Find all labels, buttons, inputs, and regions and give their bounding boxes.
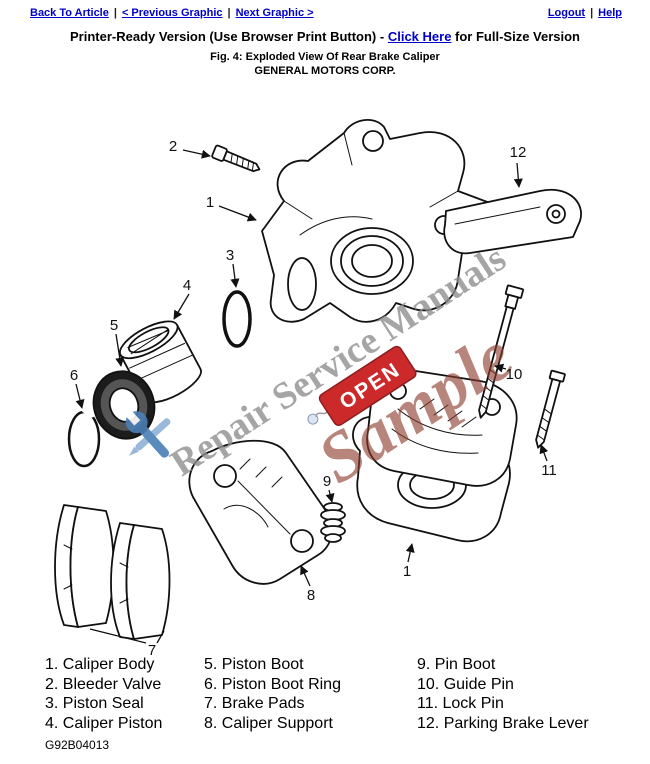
next-graphic-link[interactable]: Next Graphic > — [235, 7, 314, 19]
part-piston-seal — [222, 290, 252, 348]
part-brake-pads — [54, 504, 171, 640]
nav-separator: | — [590, 7, 594, 19]
part-bleeder-valve — [211, 144, 261, 173]
legend-item-pin-boot: 9. Pin Boot — [417, 656, 496, 673]
part-caliper-support — [188, 439, 333, 585]
help-link[interactable]: Help — [598, 7, 622, 19]
callout-1-top: 1 — [206, 194, 214, 211]
top-navigation: Back To Article | < Previous Graphic | N… — [0, 0, 650, 19]
legend-item-caliper-body: 1. Caliper Body — [45, 656, 155, 673]
legend-item-caliper-support: 8. Caliper Support — [204, 714, 333, 732]
part-pin-boot — [320, 502, 346, 543]
callout-1-bottom: 1 — [403, 563, 411, 580]
exploded-diagram: Repair Service Manuals OPEN Sample — [54, 119, 582, 659]
legend-item-guide-pin: 10. Guide Pin — [417, 675, 514, 693]
callout-10: 10 — [506, 366, 523, 383]
part-lock-pin — [535, 369, 566, 449]
callout-3: 3 — [226, 247, 234, 264]
legend-item-piston-boot: 5. Piston Boot — [204, 656, 304, 673]
callout-2: 2 — [169, 138, 177, 155]
callout-7: 7 — [148, 642, 156, 659]
callout-9: 9 — [323, 473, 331, 490]
callout-numbers: 2 1 12 3 4 5 6 10 11 9 8 7 1 — [70, 138, 557, 659]
part-piston-boot-ring — [67, 407, 101, 468]
part-guide-pin — [478, 284, 524, 419]
legend-item-piston-boot-ring: 6. Piston Boot Ring — [204, 675, 341, 693]
wrench-icon — [122, 407, 171, 458]
callout-5: 5 — [110, 317, 118, 334]
nav-left: Back To Article | < Previous Graphic | N… — [30, 7, 314, 19]
legend-item-lock-pin: 11. Lock Pin — [417, 695, 504, 712]
leader-lines — [75, 149, 549, 644]
brake-pads-bracket — [89, 628, 165, 644]
printer-version-line: Printer-Ready Version (Use Browser Print… — [0, 29, 650, 44]
callout-11: 11 — [541, 462, 557, 479]
part-parking-brake-lever — [443, 188, 582, 255]
printer-version-suffix: for Full-Size Version — [451, 29, 580, 44]
previous-graphic-link[interactable]: < Previous Graphic — [121, 7, 223, 19]
nav-right: Logout | Help — [548, 7, 622, 19]
manufacturer-name: GENERAL MOTORS CORP. — [254, 65, 396, 77]
legend-column-3: 9. Pin Boot 10. Guide Pin 11. Lock Pin 1… — [417, 655, 589, 733]
legend-item-piston-seal: 3. Piston Seal — [45, 695, 144, 712]
legend-item-parking-brake-lever: 12. Parking Brake Lever — [417, 714, 589, 732]
callout-8: 8 — [307, 587, 315, 604]
printer-version-text: Printer-Ready Version (Use Browser Print… — [69, 29, 388, 44]
callout-12: 12 — [510, 144, 527, 161]
figure-title: Fig. 4: Exploded View Of Rear Brake Cali… — [210, 51, 440, 63]
callout-4: 4 — [183, 277, 191, 294]
back-to-article-link[interactable]: Back To Article — [30, 7, 109, 19]
full-size-link[interactable]: Click Here — [387, 29, 452, 44]
part-caliper-body — [261, 119, 504, 323]
legend-item-brake-pads: 7. Brake Pads — [204, 695, 305, 712]
figure-code: G92B04013 — [45, 738, 110, 752]
logout-link[interactable]: Logout — [547, 7, 586, 19]
legend-column-2: 5. Piston Boot 6. Piston Boot Ring 7. Br… — [204, 655, 341, 733]
nav-separator: | — [227, 7, 231, 19]
part-right-assembly — [352, 365, 518, 543]
callout-6: 6 — [70, 367, 78, 384]
legend-item-caliper-piston: 4. Caliper Piston — [45, 714, 163, 732]
legend-column-1: 1. Caliper Body 2. Bleeder Valve 3. Pist… — [45, 655, 162, 733]
legend-item-bleeder-valve: 2. Bleeder Valve — [45, 675, 162, 693]
nav-separator: | — [113, 7, 117, 19]
